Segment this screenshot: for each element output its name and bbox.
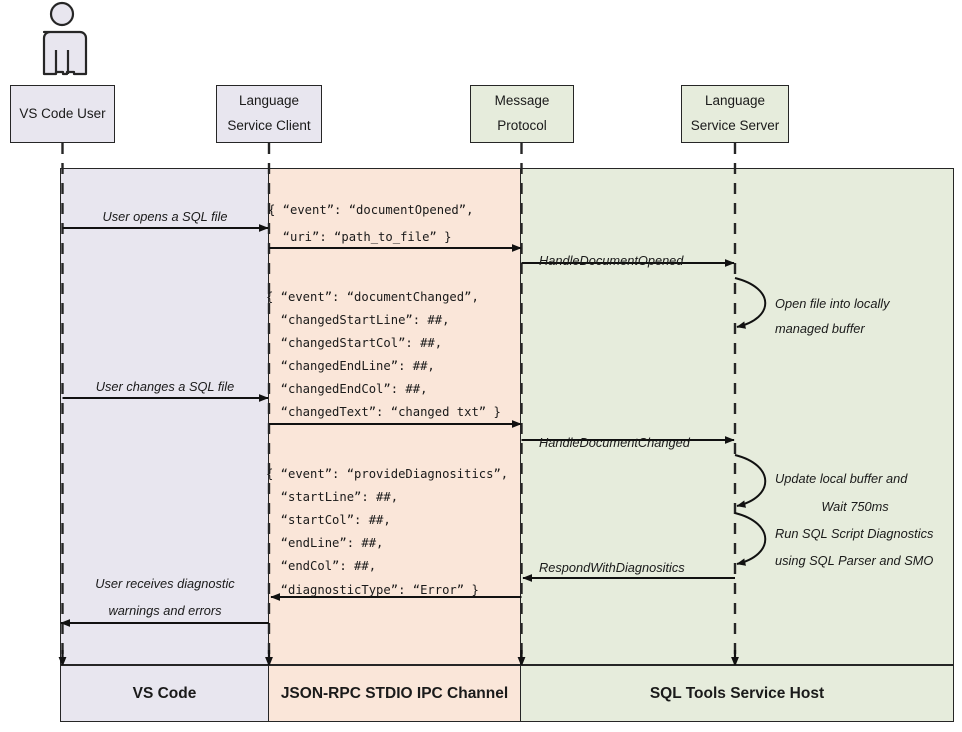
participant-box-language-service-server[interactable]: Language Service Server	[681, 85, 789, 143]
participant-label-line2: Service Server	[690, 118, 780, 133]
label-user-receives-diagnostics-line1: User receives diagnostic	[95, 576, 235, 591]
participant-label-line1: Language	[238, 93, 300, 109]
payload-provide-diagnostics-line4: “endLine”: ##,	[266, 536, 384, 550]
participant-label-line1: Message	[494, 93, 550, 109]
participant-box-vs-code-user[interactable]: VS Code User	[10, 85, 115, 143]
payload-document-changed-line2: “changedStartLine”: ##,	[266, 313, 450, 327]
zone-service-host	[520, 168, 954, 665]
vs-code-user-actor-icon	[42, 1, 88, 76]
participant-label-line1: VS Code User	[19, 105, 106, 121]
label-handle-document-opened: HandleDocumentOpened	[539, 253, 684, 268]
footer-label: VS Code	[132, 684, 197, 702]
label-open-file-buffer-line1: Open file into locally	[775, 296, 890, 311]
payload-document-changed-line1: { “event”: “documentChanged”,	[266, 290, 479, 304]
footer-vs-code[interactable]: VS Code	[60, 665, 269, 722]
participant-label-line2: Protocol	[497, 118, 547, 133]
footer-label: JSON-RPC STDIO IPC Channel	[280, 684, 509, 702]
label-user-opens-sql-file: User opens a SQL file	[102, 209, 228, 224]
payload-document-changed-line4: “changedEndLine”: ##,	[266, 359, 435, 373]
payload-provide-diagnostics-line1: { “event”: “provideDiagnositics”,	[266, 467, 509, 481]
footer-service-host[interactable]: SQL Tools Service Host	[520, 665, 954, 722]
label-user-receives-diagnostics-line2: warnings and errors	[108, 603, 222, 618]
zone-vs-code	[60, 168, 269, 665]
payload-document-changed-line6: “changedText”: “changed txt” }	[266, 405, 501, 419]
participant-label-line2: Service Client	[227, 118, 311, 133]
payload-document-opened-line2: “uri”: “path_to_file” }	[268, 230, 452, 244]
payload-document-changed-line5: “changedEndCol”: ##,	[266, 382, 428, 396]
label-update-buffer-line1: Update local buffer and	[775, 471, 908, 486]
label-open-file-buffer-line2: managed buffer	[775, 321, 865, 336]
label-handle-document-changed: HandleDocumentChanged	[539, 435, 690, 450]
payload-provide-diagnostics-line5: “endCol”: ##,	[266, 559, 377, 573]
payload-provide-diagnostics-line2: “startLine”: ##,	[266, 490, 399, 504]
payload-document-opened-line1: { “event”: “documentOpened”,	[268, 203, 474, 217]
label-update-buffer-line2: Wait 750ms	[821, 499, 889, 514]
participant-box-message-protocol[interactable]: Message Protocol	[470, 85, 574, 143]
participant-box-language-service-client[interactable]: Language Service Client	[216, 85, 322, 143]
zone-ipc-channel	[268, 168, 521, 665]
footer-label: SQL Tools Service Host	[649, 684, 825, 702]
label-run-diagnostics-line1: Run SQL Script Diagnostics	[775, 526, 934, 541]
label-respond-with-diagnostics: RespondWithDiagnositics	[539, 560, 685, 575]
payload-document-changed-line3: “changedStartCol”: ##,	[266, 336, 443, 350]
participant-label-line1: Language	[704, 93, 766, 109]
footer-ipc-channel[interactable]: JSON-RPC STDIO IPC Channel	[268, 665, 521, 722]
payload-provide-diagnostics-line3: “startCol”: ##,	[266, 513, 391, 527]
label-run-diagnostics-line2: using SQL Parser and SMO	[775, 553, 934, 568]
label-user-changes-sql-file: User changes a SQL file	[95, 379, 235, 394]
payload-provide-diagnostics-line6: “diagnosticType”: “Error” }	[266, 583, 479, 597]
